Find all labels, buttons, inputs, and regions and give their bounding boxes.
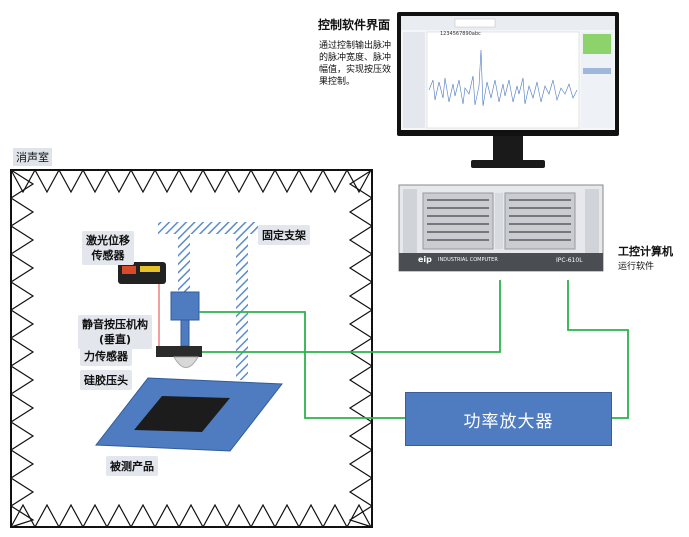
chamber-label: 消声室	[13, 148, 52, 166]
computer-subtitle: 运行软件	[618, 262, 655, 272]
press-mechanism-line-2: (垂直)	[98, 333, 132, 346]
software-description: 通过控制输出脉冲的脉冲宽度、脉冲幅值，实现按压效果控制。	[319, 41, 392, 87]
software-toolbar-text: 1234567890abc	[440, 31, 481, 37]
monitor	[397, 12, 619, 168]
press-mechanism-label: 静音按压机构 (垂直)	[78, 315, 152, 349]
force-sensor-icon	[156, 346, 202, 357]
press-mechanism-line-1: 静音按压机构	[82, 318, 148, 331]
laser-sensor-label: 激光位移 传感器	[82, 231, 134, 265]
computer-brand: eip	[418, 255, 432, 264]
fixed-bracket	[158, 222, 258, 380]
computer-model-text: INDUSTRIAL COMPUTER	[438, 257, 498, 263]
press-mechanism-icon	[170, 291, 200, 347]
laser-sensor-line-1: 激光位移	[86, 234, 130, 247]
computer-title: 工控计算机	[618, 245, 673, 258]
laser-sensor-icon	[118, 262, 166, 348]
silicone-head-icon	[173, 356, 199, 368]
signal-wires	[199, 280, 629, 419]
software-title: 控制软件界面	[318, 18, 391, 32]
laser-sensor-line-2: 传感器	[91, 249, 125, 262]
product-label: 被测产品	[106, 456, 158, 476]
computer-model-id: IPC-610L	[556, 257, 583, 264]
power-amplifier: 功率放大器	[405, 392, 612, 446]
force-sensor-label: 力传感器	[80, 346, 132, 366]
industrial-computer	[398, 184, 604, 272]
bracket-label: 固定支架	[258, 225, 310, 245]
silicone-head-label: 硅胶压头	[80, 370, 132, 390]
